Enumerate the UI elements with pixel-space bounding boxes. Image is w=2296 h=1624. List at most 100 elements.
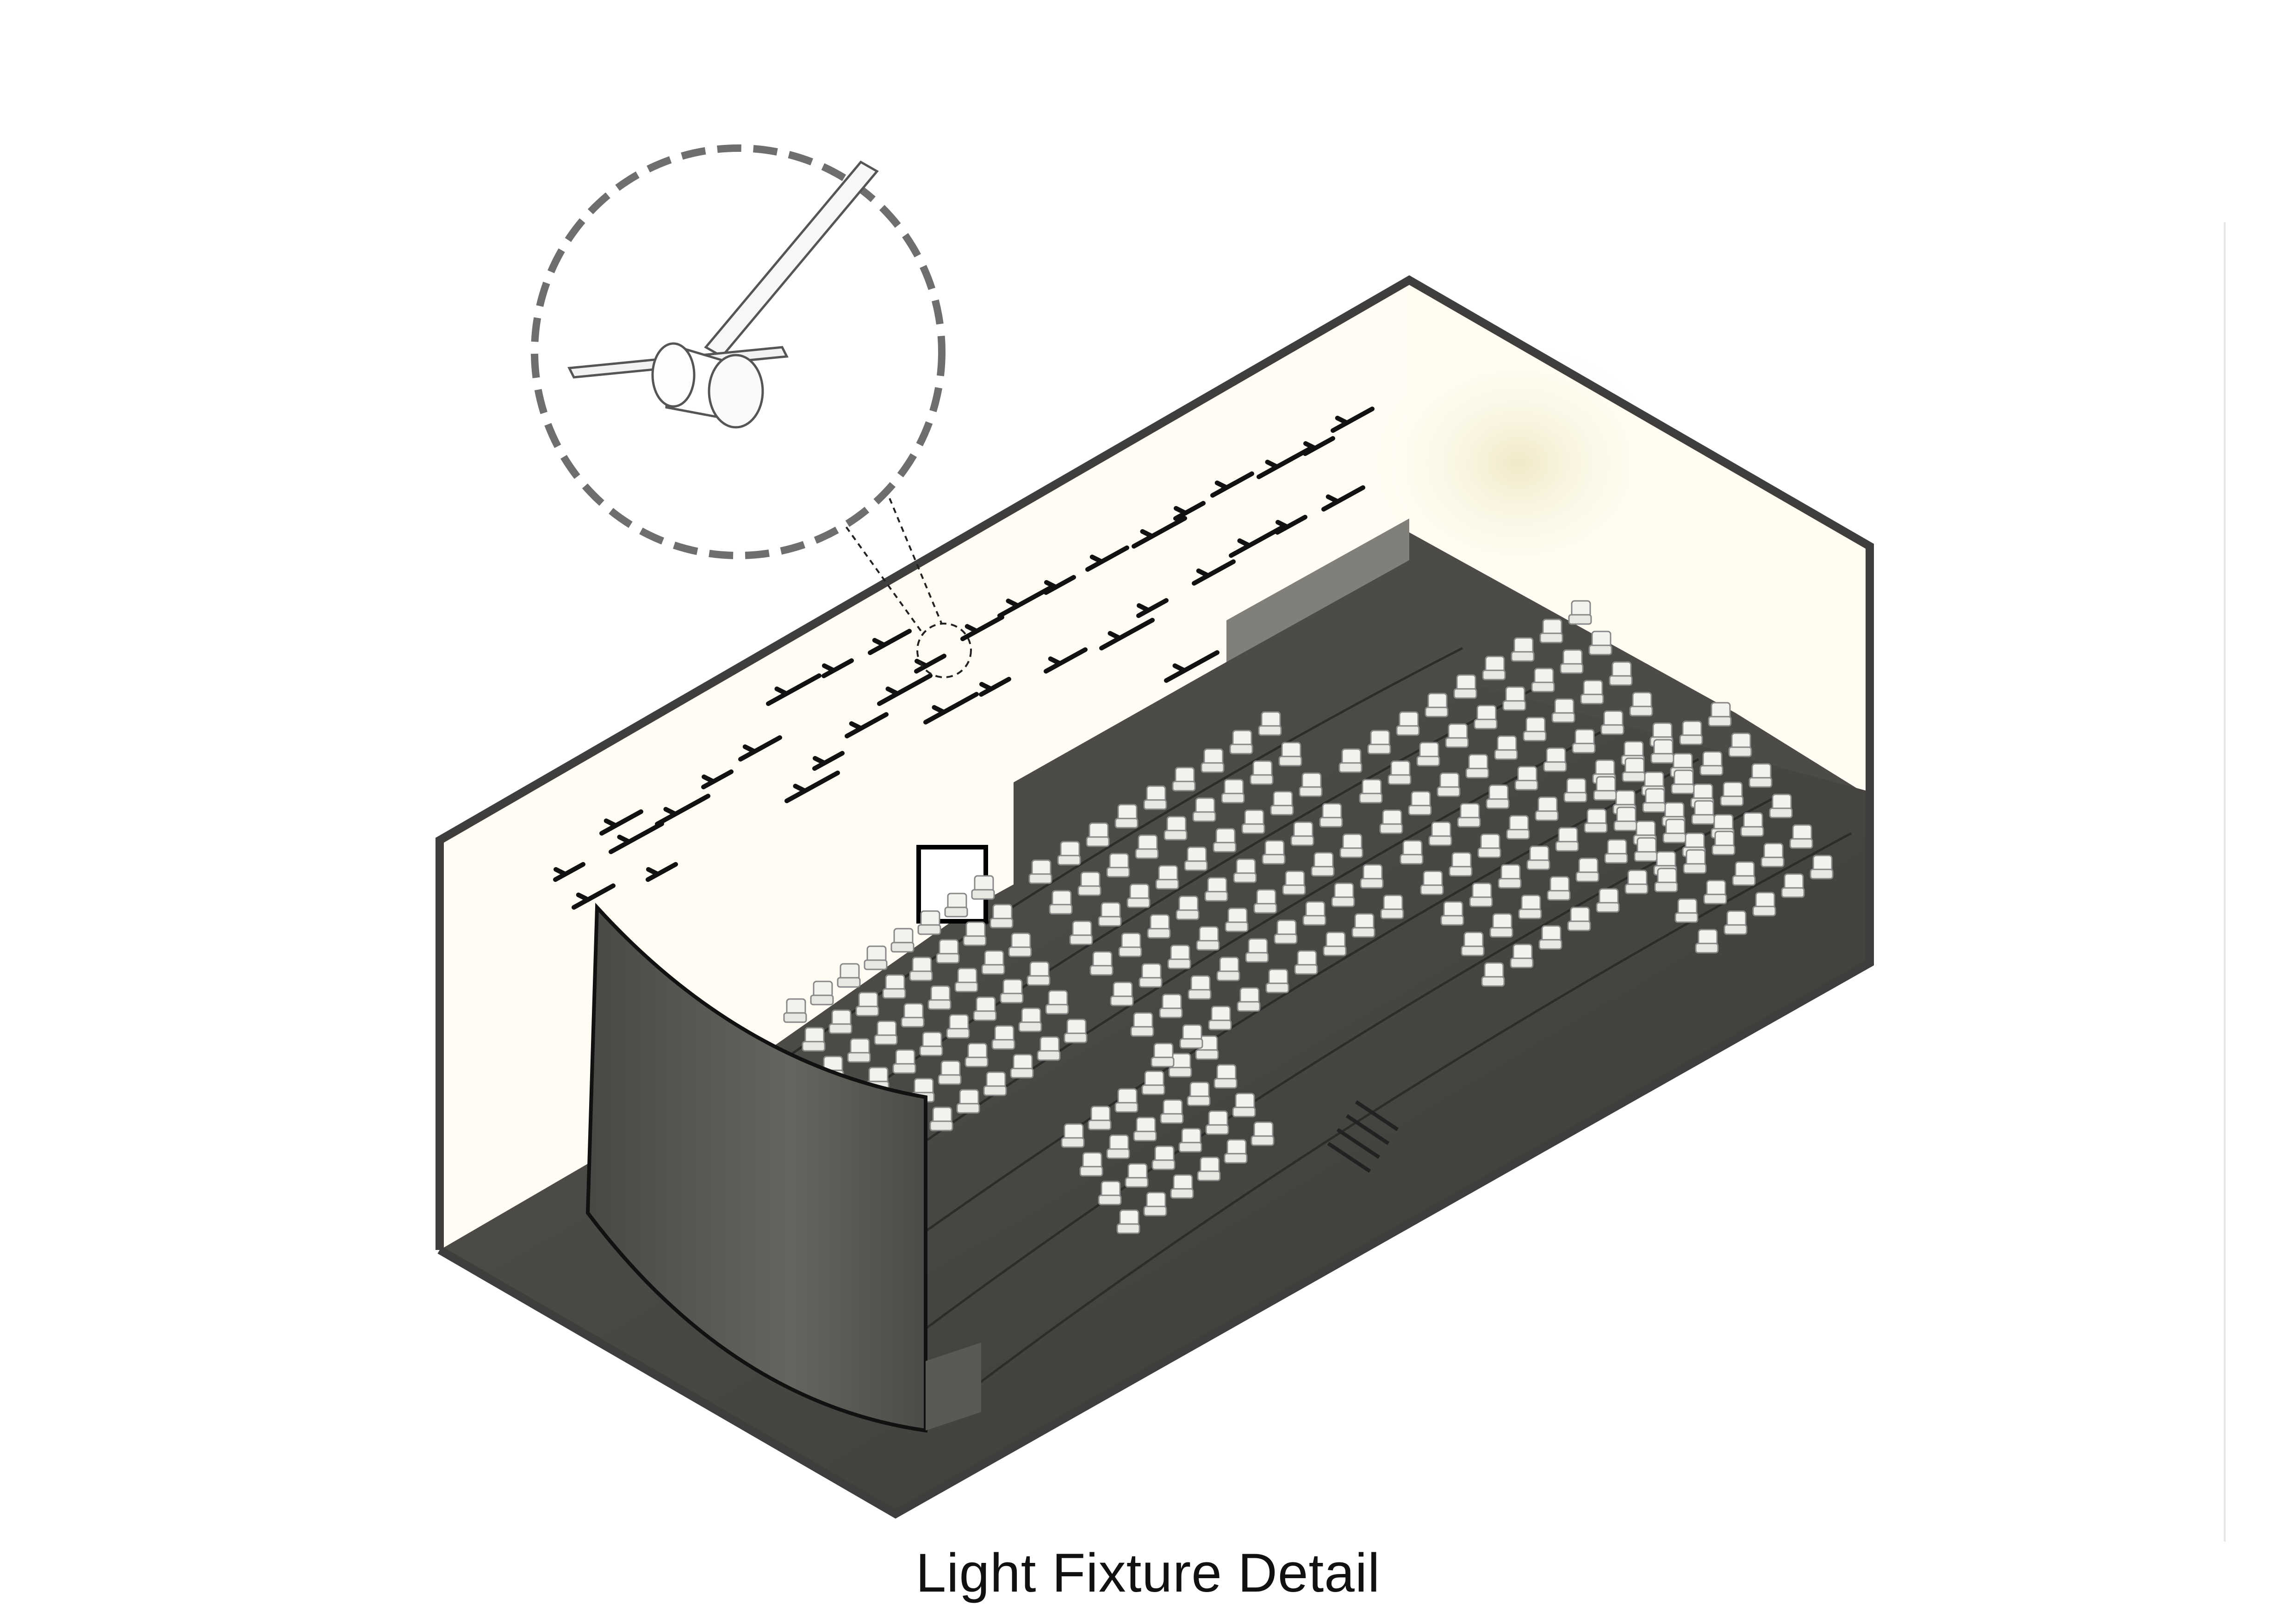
- seat: [1176, 895, 1200, 920]
- light-fixture-icon: [1044, 647, 1088, 674]
- seat: [1143, 1192, 1167, 1217]
- seat: [1251, 1121, 1275, 1146]
- seat: [963, 921, 987, 946]
- seat: [1642, 788, 1666, 813]
- seat: [1498, 864, 1522, 889]
- seat: [1351, 913, 1375, 938]
- seat: [1241, 809, 1265, 834]
- seat: [1613, 806, 1637, 831]
- seat: [1494, 735, 1518, 760]
- light-fixture-icon: [1136, 598, 1169, 618]
- seat: [919, 1031, 943, 1056]
- seat: [1133, 1117, 1157, 1142]
- seat: [1461, 931, 1485, 956]
- light-fixture-icon: [1275, 515, 1307, 535]
- light-fixture-icon: [1303, 436, 1335, 456]
- light-fixture-icon: [784, 770, 840, 803]
- seat: [1555, 827, 1579, 852]
- seat: [1502, 686, 1526, 711]
- curved-screen: [585, 903, 927, 1433]
- seat: [1114, 1088, 1139, 1113]
- seat: [1077, 871, 1101, 896]
- seat: [1064, 1018, 1088, 1043]
- seat: [946, 1014, 970, 1039]
- seat: [1588, 631, 1612, 656]
- seat: [1440, 901, 1464, 926]
- seat: [1514, 766, 1538, 791]
- seat: [1650, 739, 1674, 764]
- seat: [1319, 803, 1343, 828]
- seat: [1192, 797, 1216, 822]
- light-fixture-icon: [609, 821, 664, 854]
- seat: [1543, 747, 1567, 772]
- seat: [890, 928, 915, 953]
- seat: [1474, 705, 1498, 730]
- seat: [973, 996, 997, 1021]
- seat: [1195, 1035, 1219, 1060]
- seat: [1270, 791, 1294, 816]
- seat: [1604, 839, 1628, 864]
- seat: [1088, 1106, 1112, 1131]
- seat: [1205, 1110, 1229, 1135]
- light-fixture-icon: [821, 658, 854, 678]
- light-fixture-icon: [1164, 650, 1220, 683]
- seat: [1168, 1053, 1192, 1078]
- seat: [1526, 845, 1550, 870]
- light-fixture-icon: [553, 862, 585, 882]
- seat: [1531, 668, 1555, 693]
- seat: [1086, 822, 1110, 847]
- seat: [1752, 892, 1776, 917]
- seat: [1486, 784, 1510, 809]
- seat: [1551, 698, 1575, 723]
- seat: [1114, 804, 1139, 829]
- seat: [1213, 828, 1237, 853]
- seat: [1294, 950, 1318, 975]
- light-fixture-icon: [655, 793, 710, 826]
- seat: [810, 981, 834, 1006]
- seat: [1130, 1012, 1154, 1037]
- seat: [1028, 859, 1052, 884]
- seat: [991, 1025, 1015, 1050]
- seat: [1143, 785, 1167, 810]
- light-fixture-icon: [1257, 446, 1312, 479]
- seat: [1683, 849, 1707, 874]
- seat: [1482, 656, 1506, 681]
- seat: [1720, 781, 1744, 806]
- seat: [1662, 818, 1686, 843]
- seat: [1187, 1081, 1211, 1106]
- seat: [1237, 987, 1261, 1012]
- seat: [1274, 919, 1298, 944]
- seat: [1201, 748, 1225, 773]
- seat: [892, 1049, 916, 1074]
- light-fixture-icon: [766, 673, 821, 706]
- seat: [1575, 857, 1599, 882]
- seat: [917, 910, 941, 935]
- seat: [1170, 1174, 1194, 1199]
- seat: [1098, 1181, 1122, 1206]
- seat: [1057, 841, 1081, 866]
- seat: [882, 974, 906, 999]
- seat: [1302, 901, 1326, 926]
- seat: [1299, 772, 1323, 797]
- seat: [1184, 846, 1208, 871]
- cylinder-fixture-icon: [651, 342, 764, 429]
- seat: [1416, 742, 1440, 767]
- room-outline: [436, 275, 1874, 1519]
- seat: [1178, 1128, 1202, 1153]
- screen-base: [926, 1343, 981, 1430]
- seat: [1679, 720, 1703, 745]
- seat: [1609, 661, 1633, 686]
- seat: [1208, 1006, 1232, 1031]
- seat: [1258, 711, 1282, 736]
- seat: [864, 945, 888, 970]
- seat: [1008, 932, 1032, 957]
- detail-magnifier: [531, 144, 946, 559]
- seat: [1437, 772, 1461, 797]
- seat: [1624, 869, 1649, 894]
- light-fixture-icon: [646, 862, 678, 882]
- seat: [1135, 834, 1159, 859]
- aisle-stairs: [1327, 1100, 1399, 1173]
- light-fixture-icon: [979, 677, 1011, 697]
- seat: [971, 875, 995, 900]
- seat: [1538, 925, 1562, 950]
